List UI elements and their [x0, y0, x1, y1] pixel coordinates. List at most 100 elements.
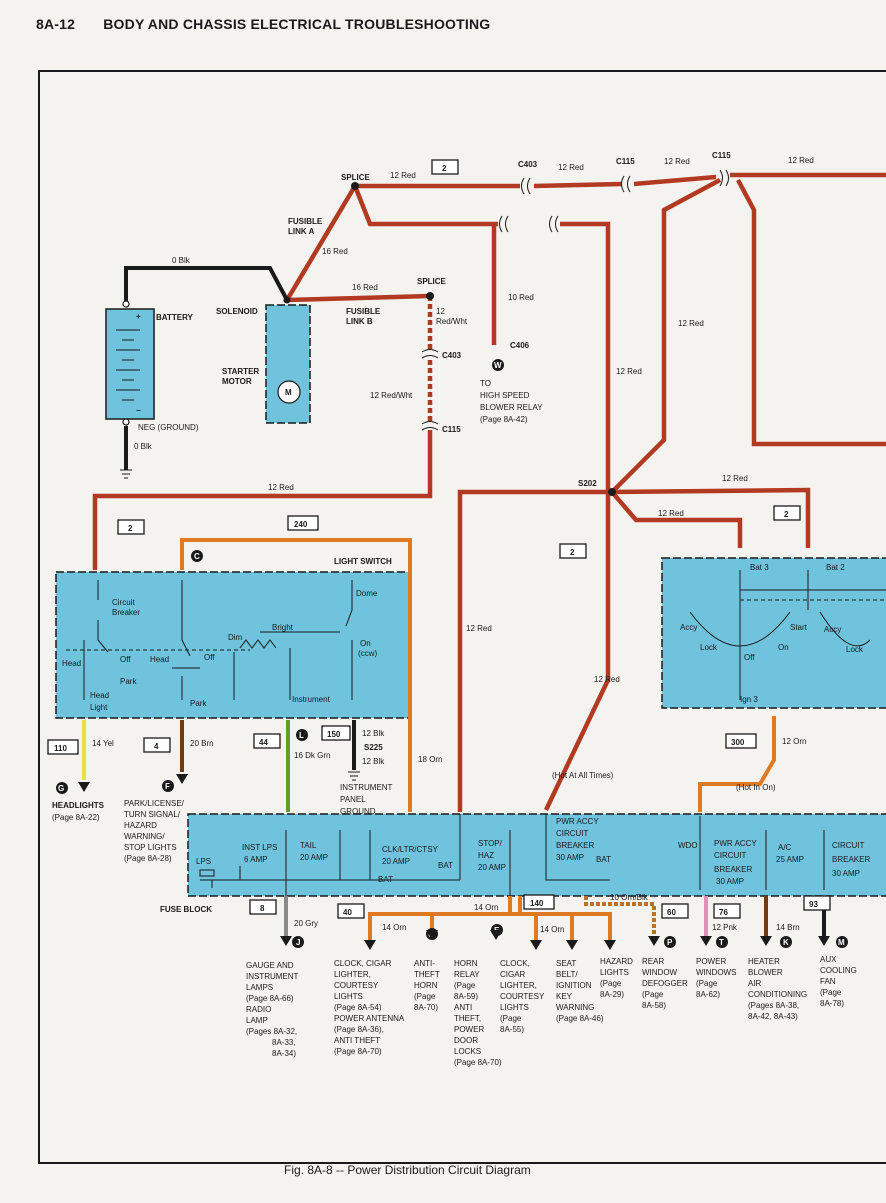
circuit-2-top: 2: [442, 164, 447, 173]
light-switch-contacts: [66, 580, 353, 700]
gauge-3: LAMPS: [246, 983, 273, 992]
seatbelt-3: IGNITION: [556, 981, 592, 990]
orange-wire-40: [368, 896, 522, 940]
symbol-t: T: [719, 938, 724, 947]
seatbelt-6: (Page 8A-46): [556, 1014, 604, 1023]
solenoid-dot: [283, 296, 291, 304]
label-instr-ground-2: PANEL: [340, 795, 366, 804]
label-12blk-a: 12 Blk: [362, 729, 385, 738]
clock2-1: CLOCK,: [500, 959, 530, 968]
label-solenoid: SOLENOID: [216, 307, 258, 316]
antitheft-4: (Page: [414, 992, 436, 1001]
label-12red-10: 12 Red: [466, 624, 492, 633]
antitheft-3: HORN: [414, 981, 438, 990]
label-pwr-accy1-2: CIRCUIT: [556, 829, 589, 838]
symbol-w: W: [494, 361, 502, 370]
label-head-2: Head: [150, 655, 169, 664]
label-s202: S202: [578, 479, 597, 488]
circuit-2-right: 2: [784, 510, 789, 519]
label-10red: 10 Red: [508, 293, 534, 302]
clock2-6: (Page: [500, 1014, 522, 1023]
seatbelt-5: WARNING: [556, 1003, 594, 1012]
label-on: On: [360, 639, 371, 648]
clock2-4: COURTESY: [500, 992, 545, 1001]
label-stop-haz-1: STOP/: [478, 839, 503, 848]
label-pwr-accy1-1: PWR ACCY: [556, 817, 599, 826]
battery-box: [105, 308, 155, 420]
label-c403-top: C403: [518, 160, 538, 169]
clock1-6: POWER ANTENNA: [334, 1014, 405, 1023]
auxfan-3: FAN: [820, 977, 836, 986]
antitheft-1: ANTI-: [414, 959, 435, 968]
label-park-license-2: TURN SIGNAL/: [124, 810, 181, 819]
label-pwr-accy2-2: CIRCUIT: [714, 851, 747, 860]
horn-5: ANTI: [454, 1003, 472, 1012]
label-head-light-1: Head: [90, 691, 109, 700]
symbol-k: K: [783, 938, 789, 947]
label-splice: SPLICE: [341, 173, 371, 182]
battery-positive-cable: [124, 266, 289, 302]
label-on-3: On: [778, 643, 789, 652]
svg-text:−: −: [136, 406, 141, 415]
clock1-2: LIGHTER,: [334, 970, 371, 979]
label-c115-mid: C115: [442, 425, 461, 434]
symbol-m: M: [838, 938, 845, 947]
page-header: 8A-12 BODY AND CHASSIS ELECTRICAL TROUBL…: [36, 16, 490, 32]
pwrwin-4: 8A-62): [696, 990, 720, 999]
defogger-3: DEFOGGER: [642, 979, 688, 988]
label-hot-in-on: (Hot In On): [736, 783, 776, 792]
circuit-8: 8: [260, 904, 265, 913]
destination-labels: GAUGE AND INSTRUMENT LAMPS (Page 8A-66) …: [246, 955, 857, 1067]
battery-pos-terminal: [122, 300, 130, 308]
label-park-license-5: STOP LIGHTS: [124, 843, 177, 852]
label-14orn-b: 14 Orn: [474, 903, 498, 912]
clock2-3: LIGHTER,: [500, 981, 537, 990]
gauge-7: (Pages 8A-32,: [246, 1027, 297, 1036]
label-20gry: 20 Gry: [294, 919, 318, 928]
label-park-license-6: (Page 8A-28): [124, 854, 172, 863]
gauge-9: 8A-34): [272, 1049, 296, 1058]
label-cb2-1: CIRCUIT: [832, 841, 865, 850]
label-blower-3: BLOWER RELAY: [480, 403, 543, 412]
circuit-60: 60: [667, 908, 676, 917]
label-splice-2: SPLICE: [417, 277, 447, 286]
label-accy-1: Accy: [680, 623, 697, 632]
symbol-l: L: [299, 731, 304, 740]
label-tail-2: 20 AMP: [300, 853, 328, 862]
page-title: BODY AND CHASSIS ELECTRICAL TROUBLESHOOT…: [103, 16, 491, 32]
clock1-7: (Page 8A-36),: [334, 1025, 384, 1034]
label-pwr-accy2-1: PWR ACCY: [714, 839, 757, 848]
label-12red-11: 12 Red: [594, 675, 620, 684]
auxfan-5: 8A-78): [820, 999, 844, 1008]
circuit-2-mid: 2: [570, 548, 575, 557]
label-c115-top: C115: [616, 157, 635, 166]
label-wdo: WDO: [678, 841, 698, 850]
symbol-c: C: [194, 552, 200, 561]
label-0blk-top: 0 Blk: [172, 256, 191, 265]
label-fusible-a-1: FUSIBLE: [288, 217, 323, 226]
label-16dkgrn: 16 Dk Grn: [294, 751, 330, 760]
symbol-f: F: [165, 782, 170, 791]
label-12red-1: 12 Red: [390, 171, 416, 180]
horn-10: (Page 8A-70): [454, 1058, 502, 1067]
horn-9: LOCKS: [454, 1047, 481, 1056]
label-12red-4: 12 Red: [788, 156, 814, 165]
circuit-150: 150: [327, 730, 341, 739]
light-switch-box: [55, 571, 411, 719]
label-circuit-breaker-1: Circuit: [112, 598, 135, 607]
horn-8: DOOR: [454, 1036, 478, 1045]
label-light-switch: LIGHT SWITCH: [334, 557, 392, 566]
label-c406: C406: [510, 341, 530, 350]
label-off-2: Off: [204, 653, 215, 662]
label-10ornblk: 10 Orn/Blk: [610, 893, 649, 902]
label-instrument: Instrument: [292, 695, 331, 704]
label-dim: Dim: [228, 633, 243, 642]
circuit-93: 93: [809, 900, 818, 909]
label-12orn: 12 Orn: [782, 737, 806, 746]
label-lps: LPS: [196, 857, 211, 866]
label-12redwht-a2: Red/Wht: [436, 317, 468, 326]
gauge-8: 8A-33,: [272, 1038, 296, 1047]
horn-7: POWER: [454, 1025, 484, 1034]
label-blower-1: TO: [480, 379, 491, 388]
label-inst-lps-1: INST LPS: [242, 843, 277, 852]
